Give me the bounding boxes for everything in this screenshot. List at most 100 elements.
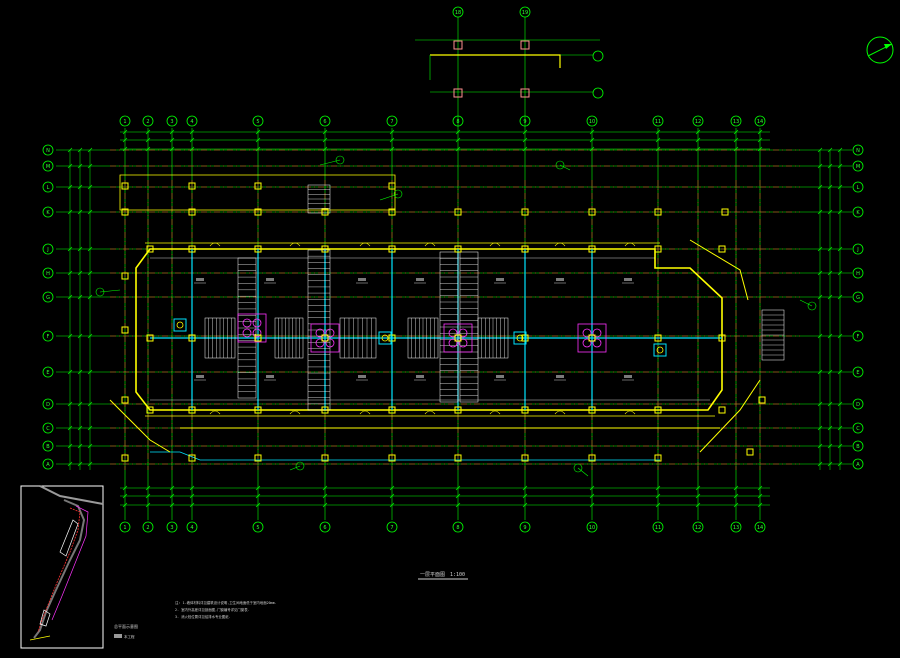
axis-bubble-circle [852,144,864,156]
drawing-notes: 注: 1.墙体材料详见建筑设计说明,卫生间地面低于室内地面20mm. 2. 室内… [175,600,277,619]
axis-bubble-label: H [46,271,50,277]
column [254,208,262,216]
magenta-circle [448,328,458,338]
dimension-tick [817,369,823,375]
axis-bubble-circle [692,521,704,533]
dimension-tick [589,146,595,152]
axis-bubble-circle [42,181,54,193]
cyan-column [378,331,392,345]
axis-bubble-circle [186,521,198,533]
stair-2 [307,249,331,411]
note-1: 注: 1.墙体材料详见建筑设计说明,卫生间地面低于室内地面20mm. [175,600,277,605]
axis-bubble-label: 3 [170,525,173,531]
dimension-tick [87,163,93,169]
column [654,406,662,414]
dimension-tick [189,502,195,508]
axis-bubble-A: A [42,458,54,470]
leader-line [319,159,341,166]
axis-bubble-label: L [857,185,860,191]
column [188,406,196,414]
axis-bubble-circle [852,206,864,218]
column [718,245,726,253]
annex-column [520,88,530,98]
dimension-tick [827,461,833,467]
plan-scale: 1:100 [450,572,465,578]
dimension-tick [322,485,328,491]
dimension-tick [322,502,328,508]
axis-bubble-circle [42,398,54,410]
dimension-tick [817,147,823,153]
axis-bubble-N: N [852,144,864,156]
stair-8 [407,317,439,359]
annex-axis-bubble [592,50,604,62]
axis-bubble-label: 7 [390,119,393,125]
column [588,245,596,253]
dimension-tick [77,369,83,375]
axis-bubble-G: G [852,291,864,303]
dimension-tick [837,270,843,276]
column [121,272,129,280]
axis-bubble-circle [852,458,864,470]
axis-bubble-label: 14 [757,119,763,125]
dimension-tick [757,502,763,508]
magenta-circle [458,338,468,348]
axis-bubble-11: 11 [652,521,664,533]
corner-wall-ne [689,239,749,301]
magenta-circle [315,328,325,338]
magenta-circle [458,328,468,338]
room-tag [556,278,564,281]
magenta-structure-1 [310,323,340,353]
axis-bubble-label: N [46,148,50,154]
dimension-tick [189,129,195,135]
dimension-tick [389,485,395,491]
dimension-tick [67,147,73,153]
axis-bubble-circle [386,521,398,533]
axis-bubble-label: 11 [655,525,661,531]
column [388,208,396,216]
dimension-tick [589,137,595,143]
axis-bubble-label: 7 [390,525,393,531]
dimension-tick [655,502,661,508]
dimension-tick [87,294,93,300]
axis-bubble-L: L [852,181,864,193]
room-tag [416,278,424,281]
axis-bubble-1: 1 [119,115,131,127]
axis-bubble-circle [42,422,54,434]
column [588,208,596,216]
dimension-tick [827,294,833,300]
dimension-tick [255,485,261,491]
axis-bubble-circle [730,521,742,533]
axis-bubble-label: 1 [123,525,126,531]
dimension-tick [827,270,833,276]
magenta-box [237,313,267,343]
axis-bubble-1: 1 [119,521,131,533]
dimension-tick [122,485,128,491]
axis-bubble-J: J [852,243,864,255]
axis-bubble-circle [42,458,54,470]
detail-callout [335,155,345,165]
dimension-tick [837,401,843,407]
column [121,208,129,216]
column [188,182,196,190]
axis-bubble-label: 19 [522,10,528,16]
dimension-tick [389,146,395,152]
dimension-tick [827,333,833,339]
axis-bubble-circle [42,330,54,342]
dimension-tick [87,184,93,190]
axis-bubble-H: H [852,267,864,279]
stairs-layer [204,184,785,411]
column [146,406,154,414]
cyan-column-core [176,321,184,329]
column [188,334,196,342]
dimension-tick [522,502,528,508]
magenta-circle [315,338,325,348]
column [588,406,596,414]
axis-bubble-label: 14 [757,525,763,531]
site-plan-inset: 总平面示意图 本工程 [20,485,138,649]
dimension-tick [145,137,151,143]
dimension-tick [589,485,595,491]
axis-bubble-circle [852,181,864,193]
column [388,245,396,253]
axis-bubble-10: 10 [586,115,598,127]
axis-bubble-circle [166,115,178,127]
